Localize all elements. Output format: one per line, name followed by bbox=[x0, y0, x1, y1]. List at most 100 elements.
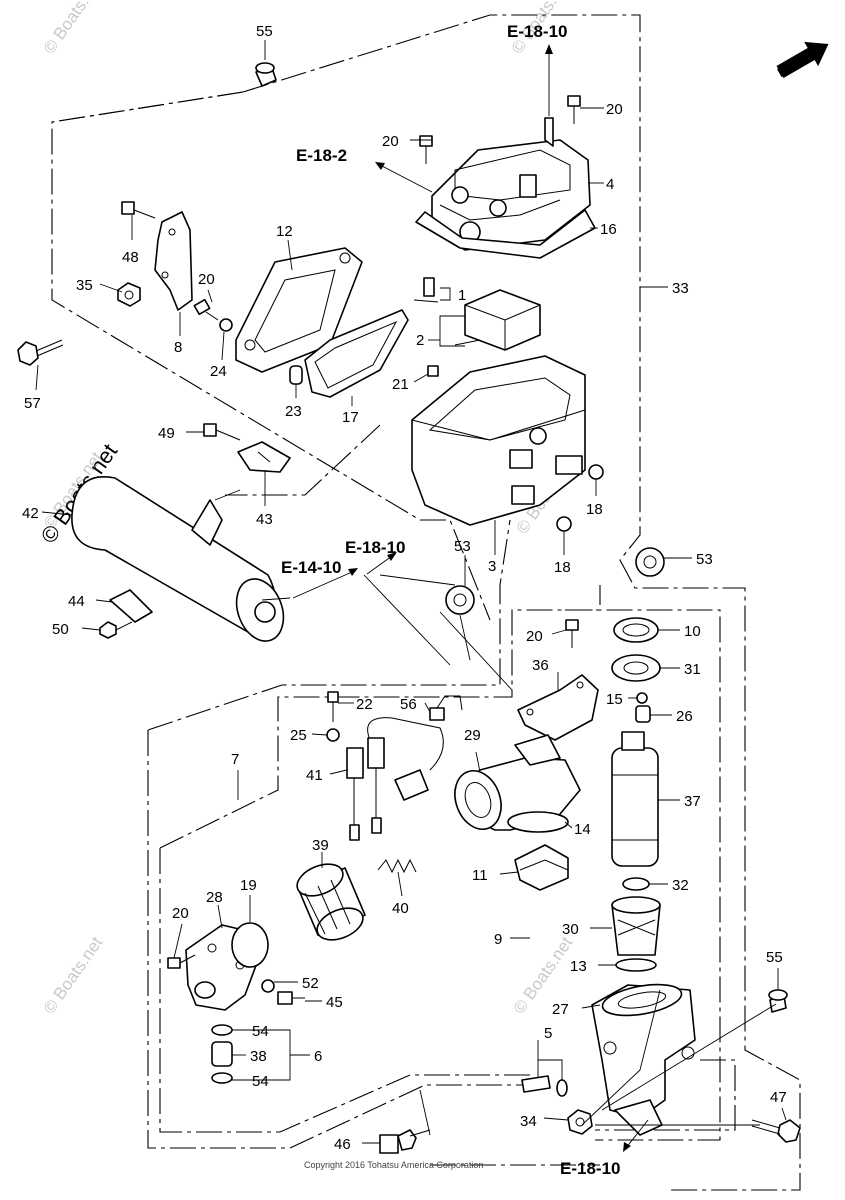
part-18-oring bbox=[556, 516, 572, 532]
part-37-fuel-pump bbox=[611, 731, 659, 867]
callout-number: 18 bbox=[554, 559, 571, 576]
callouts: 55 20 20 4 16 48 12 20 35 8 24 57 1 2 21… bbox=[22, 23, 787, 1153]
reference-label: E-18-10 bbox=[560, 1159, 620, 1178]
callout-number: 30 bbox=[562, 921, 579, 938]
callout-number: 18 bbox=[586, 501, 603, 518]
part-55-plug bbox=[255, 62, 277, 87]
callout-number: 26 bbox=[676, 708, 693, 725]
part-19-gasket bbox=[231, 922, 269, 968]
callout-number: 14 bbox=[574, 821, 591, 838]
callout-number: 38 bbox=[250, 1048, 267, 1065]
callout-number: 49 bbox=[158, 425, 175, 442]
callout-number: 45 bbox=[326, 994, 343, 1011]
callout-number: 54 bbox=[252, 1023, 269, 1040]
reference-label: E-18-10 bbox=[507, 22, 567, 41]
copyright-notice: Copyright 2016 Tohatsu America Corporati… bbox=[304, 1160, 483, 1170]
callout-number: 53 bbox=[454, 538, 471, 555]
callout-number: 7 bbox=[231, 751, 239, 768]
part-40-spring bbox=[377, 858, 417, 874]
part-25-washer bbox=[326, 728, 340, 742]
callout-number: 12 bbox=[276, 223, 293, 240]
part-50-bolt bbox=[99, 621, 133, 639]
callout-number: 20 bbox=[198, 271, 215, 288]
part-31-impeller bbox=[611, 654, 661, 682]
callout-number: 52 bbox=[302, 975, 319, 992]
part-35-nut bbox=[117, 282, 141, 307]
part-8-bracket bbox=[154, 211, 193, 311]
callout-number: 20 bbox=[172, 905, 189, 922]
reference-label: E-18-2 bbox=[296, 146, 347, 165]
callout-number: 50 bbox=[52, 621, 69, 638]
callout-number: 15 bbox=[606, 691, 623, 708]
part-20-bolt bbox=[565, 619, 579, 648]
callout-number: 31 bbox=[684, 661, 701, 678]
part-2-float bbox=[454, 289, 541, 351]
callout-number: 55 bbox=[766, 949, 783, 966]
callout-number: 16 bbox=[600, 221, 617, 238]
callout-number: 40 bbox=[392, 900, 409, 917]
part-29-pump-body bbox=[454, 734, 581, 831]
part-46-bolt bbox=[379, 1129, 431, 1154]
reference-label: E-18-10 bbox=[345, 538, 405, 557]
callout-number: 20 bbox=[606, 101, 623, 118]
callout-number: 27 bbox=[552, 1001, 569, 1018]
callout-number: 1 bbox=[458, 287, 466, 304]
part-44-pad bbox=[109, 589, 153, 623]
callout-number: 46 bbox=[334, 1136, 351, 1153]
callout-number: 53 bbox=[696, 551, 713, 568]
part-48-bolt bbox=[121, 201, 156, 219]
callout-number: 34 bbox=[520, 1113, 537, 1130]
callout-number: 8 bbox=[174, 339, 182, 356]
front-direction-indicator: FR. bbox=[775, 41, 829, 80]
part-42-filter-canister bbox=[71, 476, 291, 642]
callout-number: 32 bbox=[672, 877, 689, 894]
callout-number: 42 bbox=[22, 505, 39, 522]
part-3-float-chamber bbox=[411, 355, 586, 526]
part-27-pump-housing bbox=[591, 983, 696, 1136]
callout-number: 23 bbox=[285, 403, 302, 420]
callout-number: 33 bbox=[672, 280, 689, 297]
callout-number: 36 bbox=[532, 657, 549, 674]
reference-label: E-14-10 bbox=[281, 558, 341, 577]
callout-number: 44 bbox=[68, 593, 85, 610]
callout-number: 39 bbox=[312, 837, 329, 854]
part-1-needle-valve bbox=[413, 277, 439, 303]
part-30-filter bbox=[611, 896, 661, 956]
part-39-filter-element bbox=[296, 863, 366, 941]
callout-number: 10 bbox=[684, 623, 701, 640]
reference-arrows bbox=[292, 44, 649, 1152]
callout-number: 48 bbox=[122, 249, 139, 266]
part-45-bolt bbox=[277, 991, 305, 1005]
part-43-bracket bbox=[237, 441, 291, 473]
part-21-screw bbox=[427, 365, 439, 377]
part-32-ring bbox=[622, 877, 650, 891]
part-11-part bbox=[514, 844, 569, 891]
part-20-bolt bbox=[193, 95, 581, 321]
callout-number: 54 bbox=[252, 1073, 269, 1090]
part-49-bolt bbox=[203, 423, 241, 441]
part-52-washer bbox=[261, 979, 275, 993]
callout-number: 4 bbox=[606, 176, 614, 193]
part-54-washer bbox=[211, 1024, 233, 1036]
part-15-washer bbox=[636, 692, 648, 704]
callout-number: 29 bbox=[464, 727, 481, 744]
callout-number: 19 bbox=[240, 877, 257, 894]
part-57-bolt bbox=[17, 339, 64, 366]
callout-number: 25 bbox=[290, 727, 307, 744]
watermark-text: © Boats.net bbox=[40, 933, 107, 1017]
callout-number: 21 bbox=[392, 376, 409, 393]
callout-number: 47 bbox=[770, 1089, 787, 1106]
callout-number: 55 bbox=[256, 23, 273, 40]
part-23-pin bbox=[289, 365, 303, 385]
callout-number: 2 bbox=[416, 332, 424, 349]
leader-lines bbox=[35, 107, 787, 1144]
callout-number: 35 bbox=[76, 277, 93, 294]
part-14-gasket bbox=[507, 811, 569, 833]
group-boundaries bbox=[51, 14, 801, 1191]
part-10-ring bbox=[613, 617, 659, 643]
part-54-washer bbox=[211, 1072, 233, 1084]
part-4-separator-cover bbox=[431, 117, 591, 251]
callout-number: 17 bbox=[342, 409, 359, 426]
part-56-connector bbox=[429, 695, 463, 721]
part-47-bolt bbox=[751, 1119, 801, 1143]
